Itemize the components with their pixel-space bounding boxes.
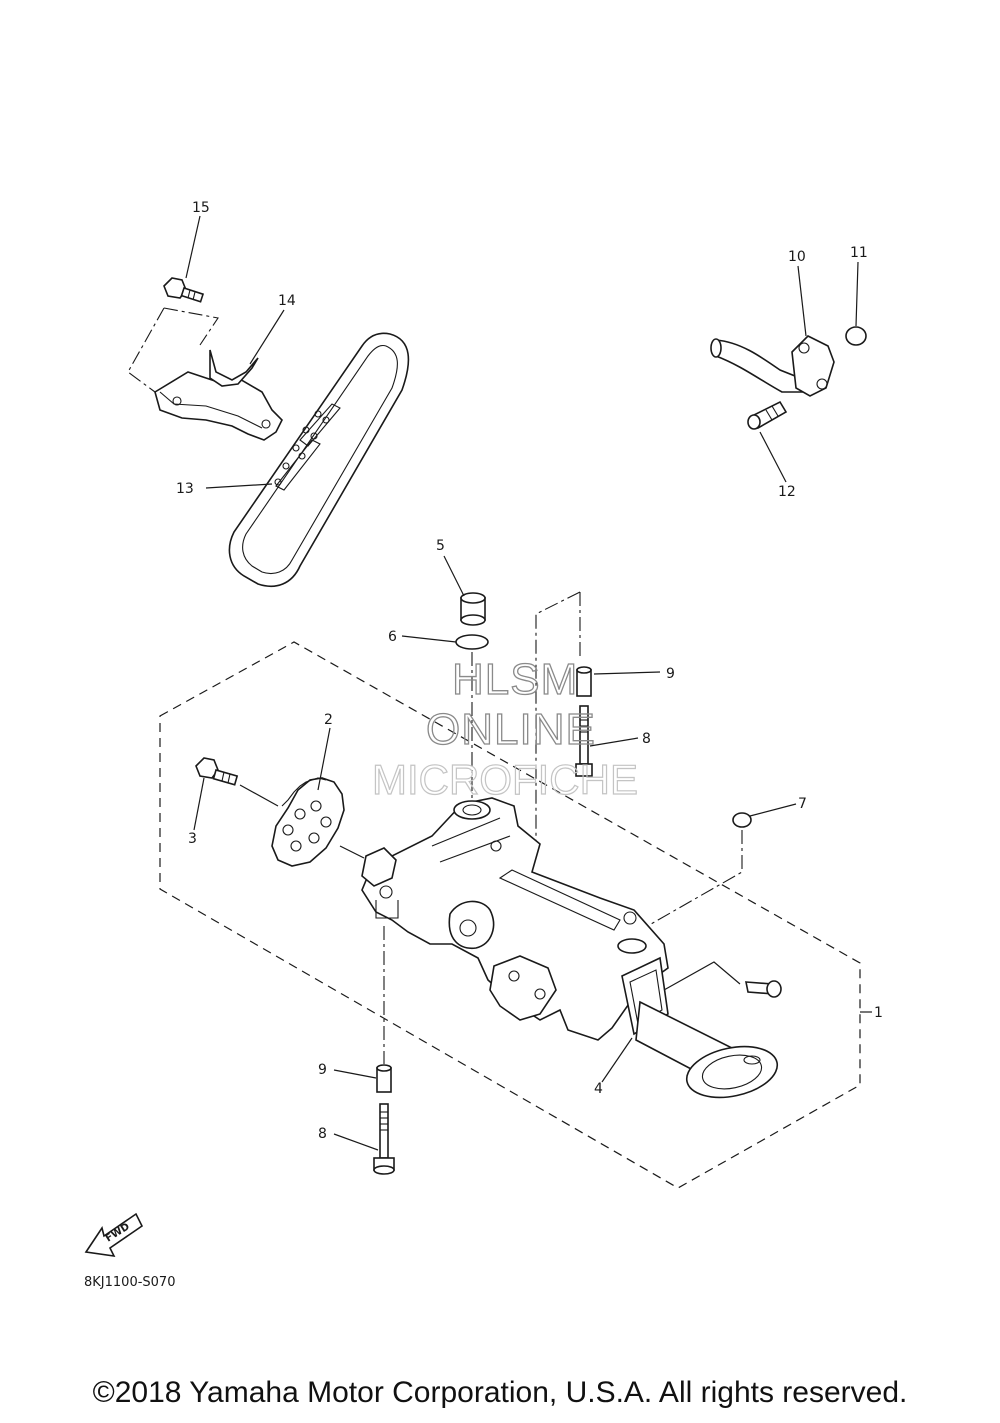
callout-9-lower: 9 — [318, 1062, 327, 1078]
driven-gear-2-part — [271, 777, 345, 867]
flange-bolt-15-part — [163, 277, 205, 303]
bolt-12-part — [747, 400, 788, 430]
bolt-3-install-line — [239, 784, 279, 807]
bolt-8-upper-part — [575, 705, 593, 777]
collar-5-part — [460, 592, 486, 626]
o-ring-7-install-line — [629, 830, 743, 937]
o-ring-6-part — [455, 634, 489, 650]
watermark-line-3: MICROFICHE — [372, 756, 638, 803]
fwd-arrow-icon: FWD — [84, 1212, 144, 1258]
oil-pump-body-part — [361, 797, 669, 1041]
callout-5: 5 — [436, 538, 445, 554]
gear-install-line — [339, 845, 365, 859]
callout-13: 13 — [176, 481, 194, 497]
timing-chain-part — [228, 332, 410, 588]
callout-11: 11 — [850, 245, 868, 261]
oil-pipe-part — [710, 335, 835, 397]
leader-lines — [185, 215, 872, 1151]
chain-guide-part — [154, 349, 283, 441]
callout-8-upper: 8 — [642, 731, 651, 747]
callout-1: 1 — [874, 1005, 883, 1021]
callout-9-upper: 9 — [666, 666, 675, 682]
watermark-line-2: ONLINE — [426, 705, 596, 754]
callout-15: 15 — [192, 200, 210, 216]
oil-strainer-4-part — [621, 956, 779, 1099]
oil-pump-assembly-boundary — [159, 641, 861, 1189]
callout-2: 2 — [324, 712, 333, 728]
callout-12: 12 — [778, 484, 796, 500]
callout-8-lower: 8 — [318, 1126, 327, 1142]
strainer-bolt-part — [745, 980, 782, 998]
o-ring-11-part — [845, 326, 867, 346]
o-ring-7-part — [732, 812, 752, 828]
callout-4: 4 — [594, 1081, 603, 1097]
copyright-notice: ©2018 Yamaha Motor Corporation, U.S.A. A… — [92, 1376, 908, 1409]
strainer-bolt-install-line — [663, 961, 741, 991]
callout-10: 10 — [788, 249, 806, 265]
oil-pump-exploded-diagram: 15 14 13 10 11 12 5 6 9 8 2 3 7 1 4 9 8 … — [84, 200, 883, 1290]
bolt-8-lower-part — [373, 1103, 395, 1175]
watermark-line-1: HLSM — [452, 655, 578, 704]
bolt-15-install-line — [127, 307, 219, 393]
dowel-pin-9-upper-part — [576, 666, 592, 697]
callout-7: 7 — [798, 796, 807, 812]
figure-code: 8KJ1100-S070 — [84, 1275, 175, 1290]
flange-bolt-3-part — [195, 757, 239, 786]
callout-3: 3 — [188, 831, 197, 847]
dowel-pin-9-lower-part — [376, 1064, 392, 1093]
callout-6: 6 — [388, 629, 397, 645]
callout-14: 14 — [278, 293, 296, 309]
